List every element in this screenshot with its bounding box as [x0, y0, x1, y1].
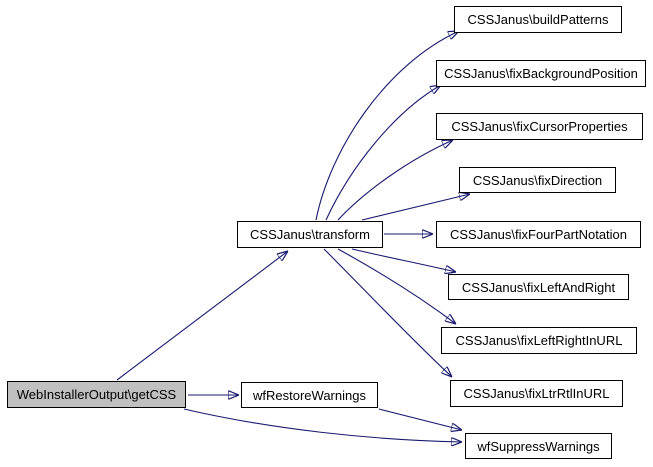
node-cssjanus-fixleftrightinurl[interactable]: CSSJanus\fixLeftRightInURL: [441, 327, 637, 354]
node-cssjanus-fixdirection[interactable]: CSSJanus\fixDirection: [459, 167, 616, 193]
node-webinstalleroutput-getcss[interactable]: WebInstallerOutput\getCSS: [7, 381, 186, 408]
edge-transform-fixleftandright: [351, 248, 456, 272]
node-cssjanus-fixcursorproperties[interactable]: CSSJanus\fixCursorProperties: [436, 113, 643, 140]
node-cssjanus-transform[interactable]: CSSJanus\transform: [237, 221, 383, 248]
edge-transform-fixcursorproperties: [337, 140, 453, 221]
edge-transform-fixbackgroundposition: [325, 85, 441, 221]
edge-restorewarnings-suppresswarnings: [378, 408, 462, 430]
edge-transform-fixltrrtlinurl: [323, 248, 452, 377]
node-wfsuppresswarnings[interactable]: wfSuppressWarnings: [465, 433, 612, 459]
node-cssjanus-fixfourpartnotation[interactable]: CSSJanus\fixFourPartNotation: [436, 221, 641, 248]
edge-transform-fixleftrightinurl: [337, 248, 456, 324]
edge-transform-fixdirection: [361, 194, 470, 221]
node-wfrestorewarnings[interactable]: wfRestoreWarnings: [241, 382, 378, 408]
node-cssjanus-buildpatterns[interactable]: CSSJanus\buildPatterns: [454, 6, 622, 33]
node-cssjanus-fixleftandright[interactable]: CSSJanus\fixLeftAndRight: [448, 274, 629, 300]
node-cssjanus-fixbackgroundposition[interactable]: CSSJanus\fixBackgroundPosition: [436, 60, 646, 87]
edge-getcss-transform: [116, 251, 288, 381]
node-cssjanus-fixltrrtlinurl[interactable]: CSSJanus\fixLtrRtlInURL: [450, 380, 623, 407]
edge-getcss-suppresswarnings: [183, 408, 462, 442]
